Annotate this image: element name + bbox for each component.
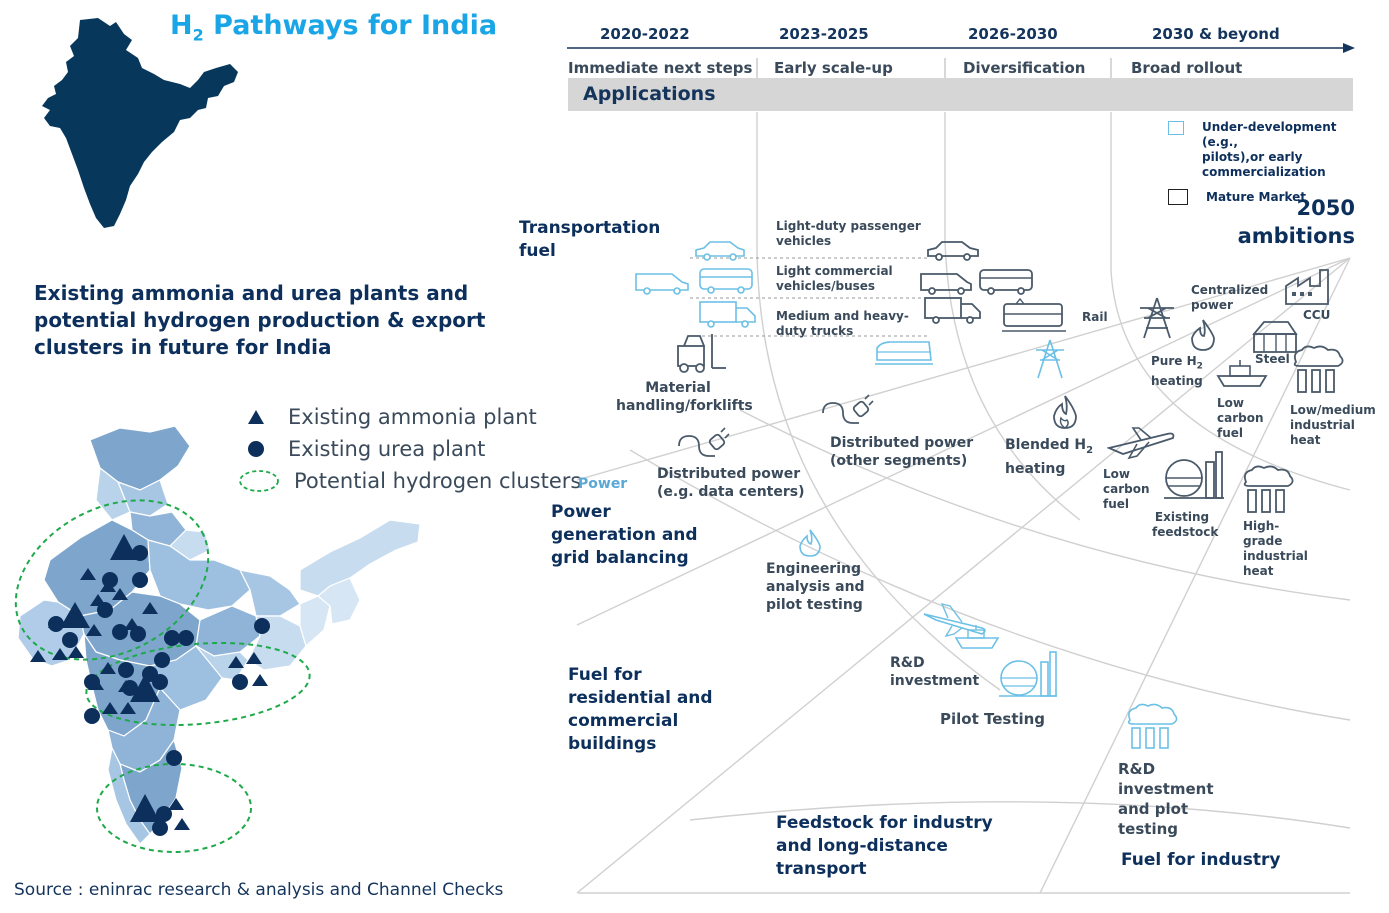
plane-light-icon [923,602,986,638]
period-2023-2025: 2023-2025 [779,25,869,43]
factory-ccu-icon [1285,269,1329,305]
label-ccu: CCU [1303,308,1331,322]
pylon-dark-icon [1140,297,1174,339]
train-dark-icon [1002,298,1066,332]
flame-dark-icon [1053,395,1077,429]
period-2026-2030: 2026-2030 [968,25,1058,43]
ship-light-icon [954,625,1000,649]
forklift-icon [677,334,726,373]
label-steel: Steel [1255,352,1290,366]
category-power-faint: Power [578,476,628,492]
train-light-icon [875,341,933,365]
label-pilot-testing: Pilot Testing [940,710,1046,728]
phase-dividers [756,58,1112,78]
steel-plant-icon [1252,321,1298,353]
page-title: H2 Pathways for India [170,10,498,45]
dashed-ellipse-icon [239,470,279,492]
key-mature-market: Mature Market [1168,189,1368,205]
label-distributed-other: Distributed power(other segments) [830,435,974,469]
legend-urea: Existing urea plant [238,433,581,465]
phase-immediate: Immediate next steps [568,59,753,77]
timeline-arrow [567,43,1355,53]
plug-data-center-icon [678,427,730,457]
plug-dark-icon [822,394,874,424]
india-silhouette-icon [42,18,238,228]
label-blended-heating: Blended H2 heating [1005,437,1094,477]
phase-diversification: Diversification [963,59,1086,77]
flame-pure-h2-icon [1191,319,1215,351]
category-fuel-for-industry: Fuel for industry [1121,850,1281,870]
period-2020-2022: 2020-2022 [600,25,690,43]
dark-square-icon [1168,189,1188,205]
legend-ammonia: Existing ammonia plant [238,401,581,433]
triangle-icon [248,410,264,424]
maturity-key: Under-development (e.g.,pilots),or early… [1168,120,1368,205]
car-dark-icon [927,241,979,261]
bus-light-icon [699,268,753,294]
pylon-light-icon [1036,339,1064,379]
car-light-icon [695,241,745,261]
plane-dark-icon [1107,427,1175,460]
phase-broad-rollout: Broad rollout [1131,59,1243,77]
legend-clusters: Potential hydrogen clusters [238,465,581,497]
refinery-light-icon [999,651,1057,697]
circle-icon [248,441,264,457]
bus-dark-icon [979,269,1033,295]
smokestack-dark-icon [1293,345,1344,393]
label-distributed-dc: Distributed power(e.g. data centers) [657,466,805,500]
smokestack-light-icon [1127,703,1178,749]
source-note: Source : eninrac research & analysis and… [14,880,504,900]
van-light-icon [635,273,689,295]
refinery-dark-icon [1164,451,1224,499]
map-legend: Existing ammonia plant Existing urea pla… [238,401,581,497]
period-2030-beyond: 2030 & beyond [1152,25,1280,43]
label-medium-heavy: Medium and heavy-duty trucks [776,309,909,338]
map-subtitle: Existing ammonia and urea plants and pot… [34,281,486,359]
flame-light-icon [799,529,821,557]
key-under-development: Under-development (e.g.,pilots),or early… [1168,120,1368,180]
applications-bar: Applications [568,78,1353,111]
label-rail: Rail [1082,310,1108,324]
truck-light-icon [699,301,756,328]
label-pure-h2-heating: Pure H2 heating [1151,354,1203,389]
van-dark-icon [920,273,972,295]
india-map [14,425,421,853]
ship-dark-icon [1216,360,1268,387]
smokestack-high-grade-icon [1243,465,1294,513]
phase-early-scale-up: Early scale-up [774,59,893,77]
light-square-icon [1168,121,1184,135]
truck-dark-icon [924,297,981,324]
